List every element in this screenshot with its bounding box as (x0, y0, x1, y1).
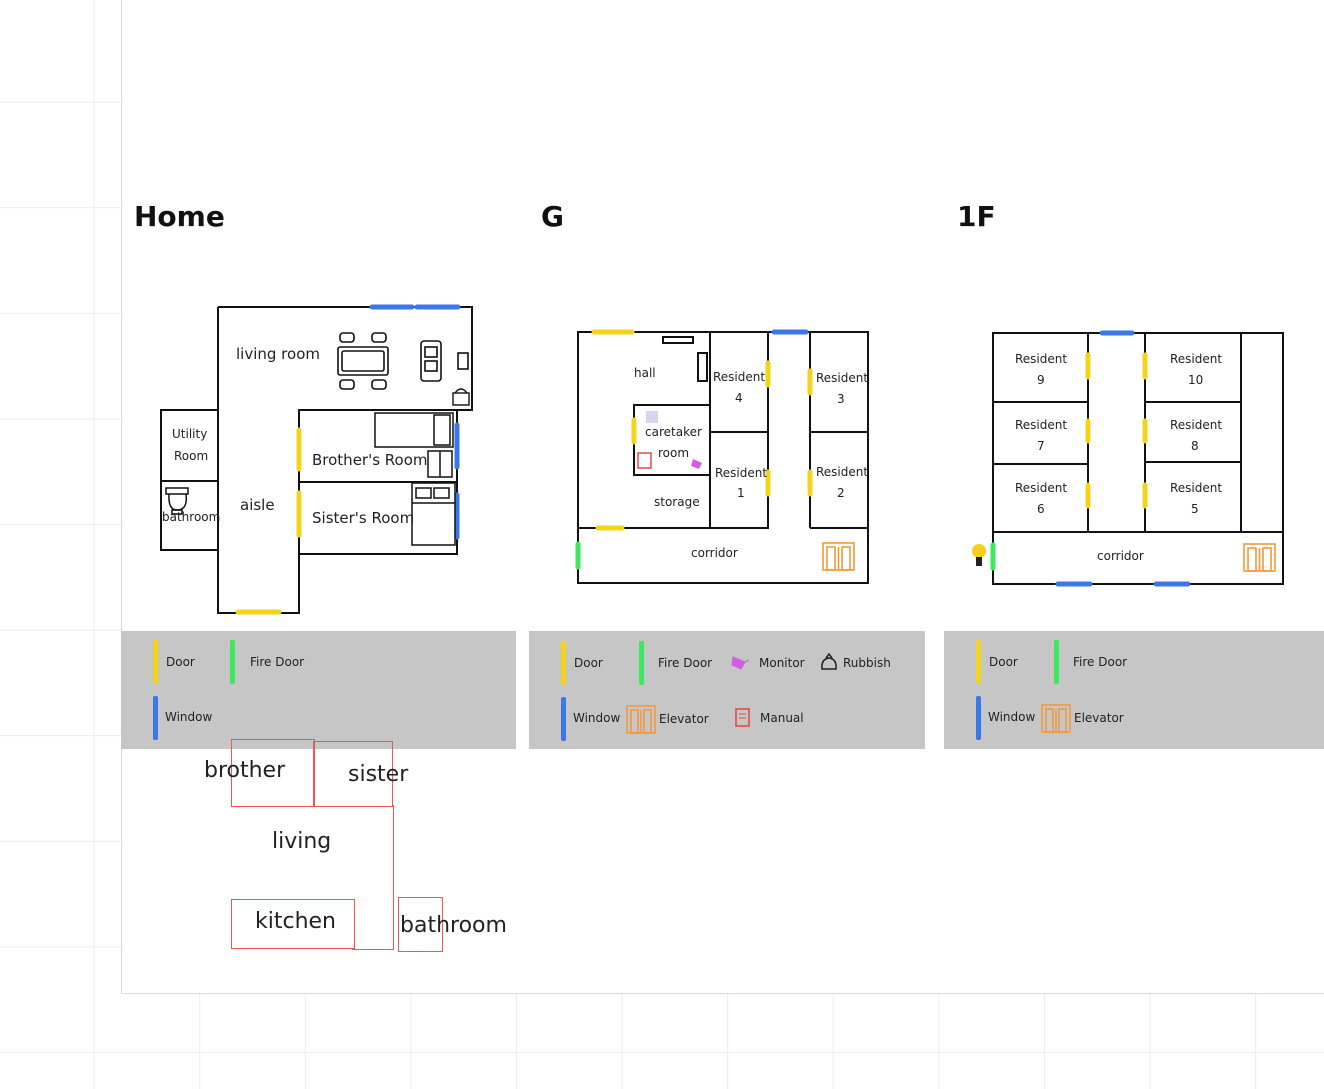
note-living[interactable]: living (272, 829, 332, 854)
label-resident-5-num: 5 (1191, 502, 1199, 516)
legend-swatch-window (976, 696, 981, 740)
monitor-icon (731, 656, 750, 670)
legend-label-manual: Manual (760, 711, 804, 725)
label-resident-4-num: 4 (735, 391, 743, 405)
label-resident-10: Resident (1170, 352, 1222, 366)
label-resident-9-num: 9 (1037, 373, 1045, 387)
note-divider-bottom (352, 949, 393, 950)
legend-swatch-door (561, 641, 566, 685)
label-caretaker-2: room (658, 446, 689, 460)
toilet-icon (165, 487, 189, 515)
elevator-icon (1041, 704, 1071, 733)
legend-swatch-door (153, 640, 158, 684)
legend-label-fire-door: Fire Door (250, 655, 305, 669)
bed-icon (374, 412, 456, 546)
label-resident-6-num: 6 (1037, 502, 1045, 516)
label-resident-2: Resident (816, 465, 868, 479)
elevator-icon (626, 705, 656, 734)
label-aisle: aisle (240, 496, 275, 514)
label-resident-9: Resident (1015, 352, 1067, 366)
label-resident-1: Resident (715, 466, 767, 480)
label-sisters-room: Sister's Room (312, 509, 414, 527)
bulb-icon (972, 544, 986, 566)
legend-label-door: Door (574, 656, 603, 670)
legend-label-rubbish: Rubbish (843, 656, 891, 670)
legend-swatch-door (976, 640, 981, 684)
rubbish-icon (821, 653, 837, 670)
legend-swatch-window (153, 696, 158, 740)
title-home: Home (134, 200, 225, 233)
label-resident-7-num: 7 (1037, 439, 1045, 453)
ground-floor-plan: hall caretaker room storage corridor Res… (575, 329, 869, 584)
legend-home: Door Fire Door Window (121, 631, 516, 749)
note-bathroom[interactable]: bathroom (400, 913, 507, 938)
note-box-bathroom[interactable] (398, 897, 443, 952)
label-resident-3-num: 3 (837, 392, 845, 406)
label-living-room: living room (236, 345, 320, 363)
legend-label-window: Window (573, 711, 621, 725)
label-resident-2-num: 2 (837, 486, 845, 500)
sofa-icon (420, 340, 469, 382)
note-box-brother[interactable] (231, 739, 315, 807)
legend-swatch-fire-door (639, 641, 644, 685)
legend-ground-floor: Door Fire Door Monitor Rubbish Window El… (529, 631, 925, 749)
legend-label-elevator: Elevator (659, 712, 709, 726)
note-box-sister[interactable] (313, 741, 393, 807)
legend-label-fire-door: Fire Door (658, 656, 713, 670)
legend-label-fire-door: Fire Door (1073, 655, 1128, 669)
home-floor-plan: living room Utility Room bathroom aisle … (160, 304, 473, 615)
legend-label-window: Window (988, 710, 1036, 724)
note-sister[interactable]: sister (348, 762, 409, 787)
manual-icon (637, 452, 652, 469)
legend-first-floor: Door Fire Door Window Elevator (944, 631, 1324, 749)
label-resident-3: Resident (816, 371, 868, 385)
elevator-icon (822, 542, 855, 571)
note-icon (646, 411, 658, 423)
label-resident-1-num: 1 (737, 486, 745, 500)
monitor-icon (691, 459, 702, 469)
label-corridor: corridor (1097, 549, 1144, 563)
note-kitchen[interactable]: kitchen (255, 909, 336, 934)
legend-label-elevator: Elevator (1074, 711, 1124, 725)
label-brothers-room: Brother's Room (312, 451, 428, 469)
legend-label-window: Window (165, 710, 213, 724)
label-hall: hall (634, 366, 656, 380)
label-utility-room-1: Utility (172, 427, 207, 441)
label-resident-7: Resident (1015, 418, 1067, 432)
note-box-kitchen[interactable] (231, 899, 355, 949)
legend-label-monitor: Monitor (759, 656, 805, 670)
phone-icon (452, 388, 470, 406)
legend-swatch-fire-door (230, 640, 235, 684)
elevator-icon (1243, 543, 1276, 572)
label-bathroom: bathroom (162, 510, 220, 524)
title-first-floor: 1F (957, 200, 996, 233)
label-resident-8: Resident (1170, 418, 1222, 432)
label-corridor: corridor (691, 546, 738, 560)
label-resident-8-num: 8 (1191, 439, 1199, 453)
legend-swatch-fire-door (1054, 640, 1059, 684)
label-resident-10-num: 10 (1188, 373, 1203, 387)
note-divider (393, 805, 394, 950)
manual-icon (735, 708, 750, 727)
legend-label-door: Door (166, 655, 195, 669)
label-caretaker-1: caretaker (645, 425, 702, 439)
label-utility-room-2: Room (174, 449, 208, 463)
table-icon (337, 332, 389, 390)
note-brother[interactable]: brother (204, 758, 286, 783)
whiteboard-frame (121, 0, 1324, 994)
legend-label-door: Door (989, 655, 1018, 669)
first-floor-plan: corridor Resident 9 Resident 10 Resident… (972, 330, 1284, 587)
label-storage: storage (654, 495, 700, 509)
label-resident-6: Resident (1015, 481, 1067, 495)
label-resident-4: Resident (713, 370, 765, 384)
legend-swatch-window (561, 697, 566, 741)
label-resident-5: Resident (1170, 481, 1222, 495)
title-ground-floor: G (541, 200, 564, 233)
